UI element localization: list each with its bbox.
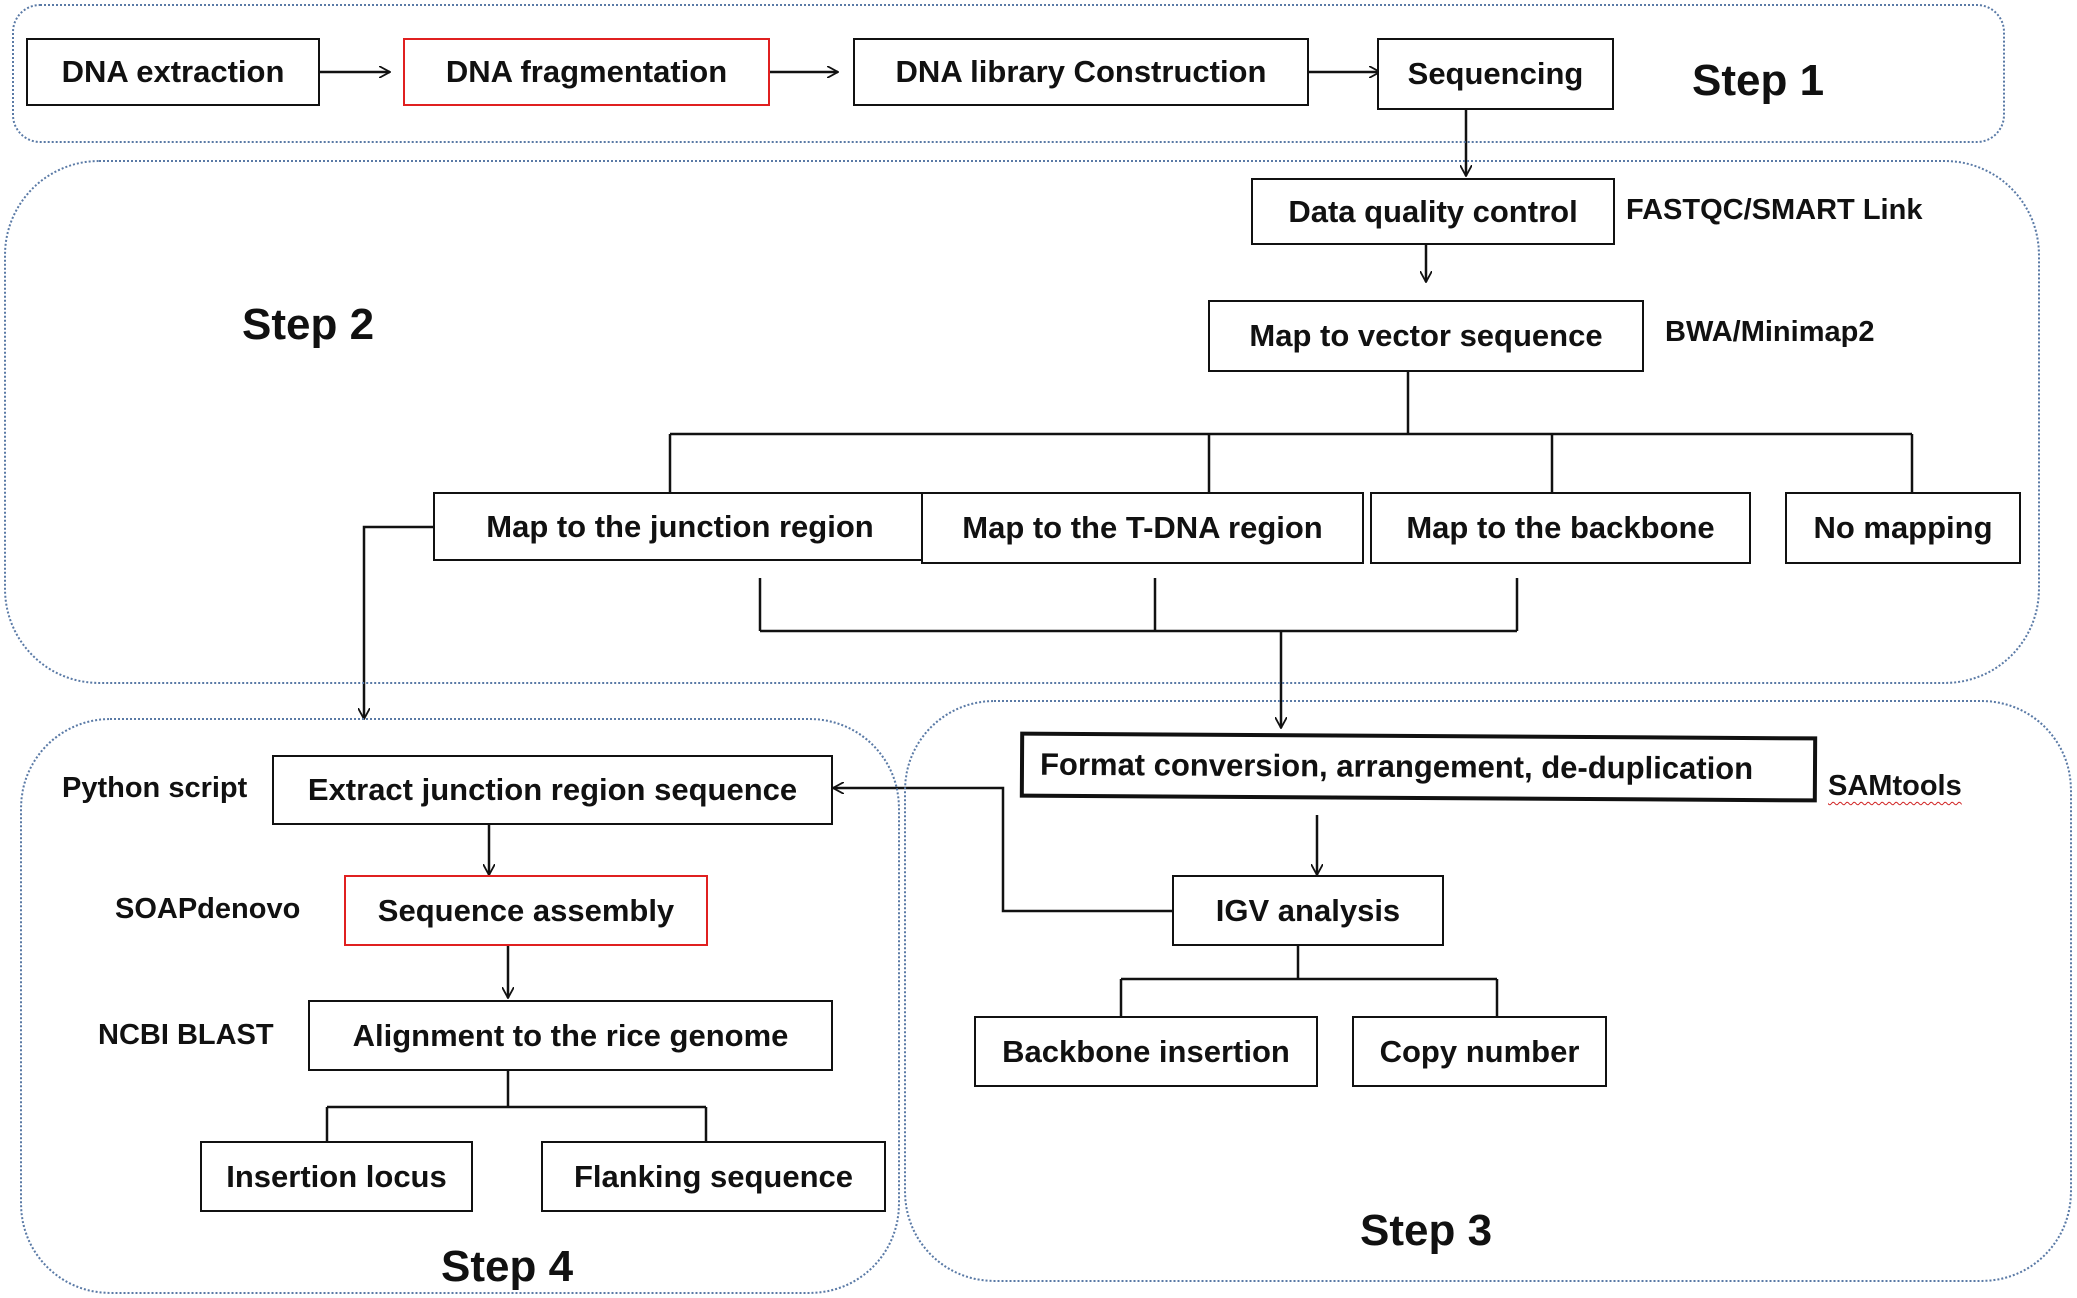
node-dna-extraction: DNA extraction <box>26 38 320 106</box>
tool-samtools: SAMtools <box>1828 770 1962 802</box>
node-alignment-rice-genome: Alignment to the rice genome <box>308 1000 833 1071</box>
step2-region <box>4 160 2040 684</box>
step4-label: Step 4 <box>441 1242 574 1291</box>
tool-soapdenovo: SOAPdenovo <box>115 893 301 925</box>
node-map-vector: Map to vector sequence <box>1208 300 1644 372</box>
node-extract-junction: Extract junction region sequence <box>272 755 833 825</box>
node-copy-number: Copy number <box>1352 1016 1607 1087</box>
node-backbone-insertion: Backbone insertion <box>974 1016 1318 1087</box>
node-sequence-assembly: Sequence assembly <box>344 875 708 946</box>
node-map-junction: Map to the junction region <box>433 492 927 561</box>
node-sequencing: Sequencing <box>1377 38 1614 110</box>
tool-ncbi-blast: NCBI BLAST <box>98 1019 274 1051</box>
step4-region <box>20 718 900 1294</box>
step1-label: Step 1 <box>1692 56 1825 105</box>
step3-label: Step 3 <box>1360 1206 1493 1255</box>
step2-label: Step 2 <box>242 300 375 349</box>
node-flanking-sequence: Flanking sequence <box>541 1141 886 1212</box>
node-map-tdna: Map to the T-DNA region <box>921 492 1364 564</box>
node-insertion-locus: Insertion locus <box>200 1141 473 1212</box>
node-data-quality-control: Data quality control <box>1251 178 1615 245</box>
node-dna-library: DNA library Construction <box>853 38 1309 106</box>
tool-python-script: Python script <box>62 772 248 804</box>
tool-bwa: BWA/Minimap2 <box>1665 316 1875 348</box>
node-map-backbone: Map to the backbone <box>1370 492 1751 564</box>
node-igv-analysis: IGV analysis <box>1172 875 1444 946</box>
arrow-junction-to-extract <box>364 525 433 719</box>
tool-fastqc: FASTQC/SMART Link <box>1626 194 1923 226</box>
step3-region <box>904 700 2072 1282</box>
step1-region <box>12 4 2005 143</box>
node-dna-fragmentation: DNA fragmentation <box>403 38 770 106</box>
node-no-mapping: No mapping <box>1785 492 2021 564</box>
node-format-conversion: Format conversion, arrangement, de-dupli… <box>1019 731 1818 803</box>
